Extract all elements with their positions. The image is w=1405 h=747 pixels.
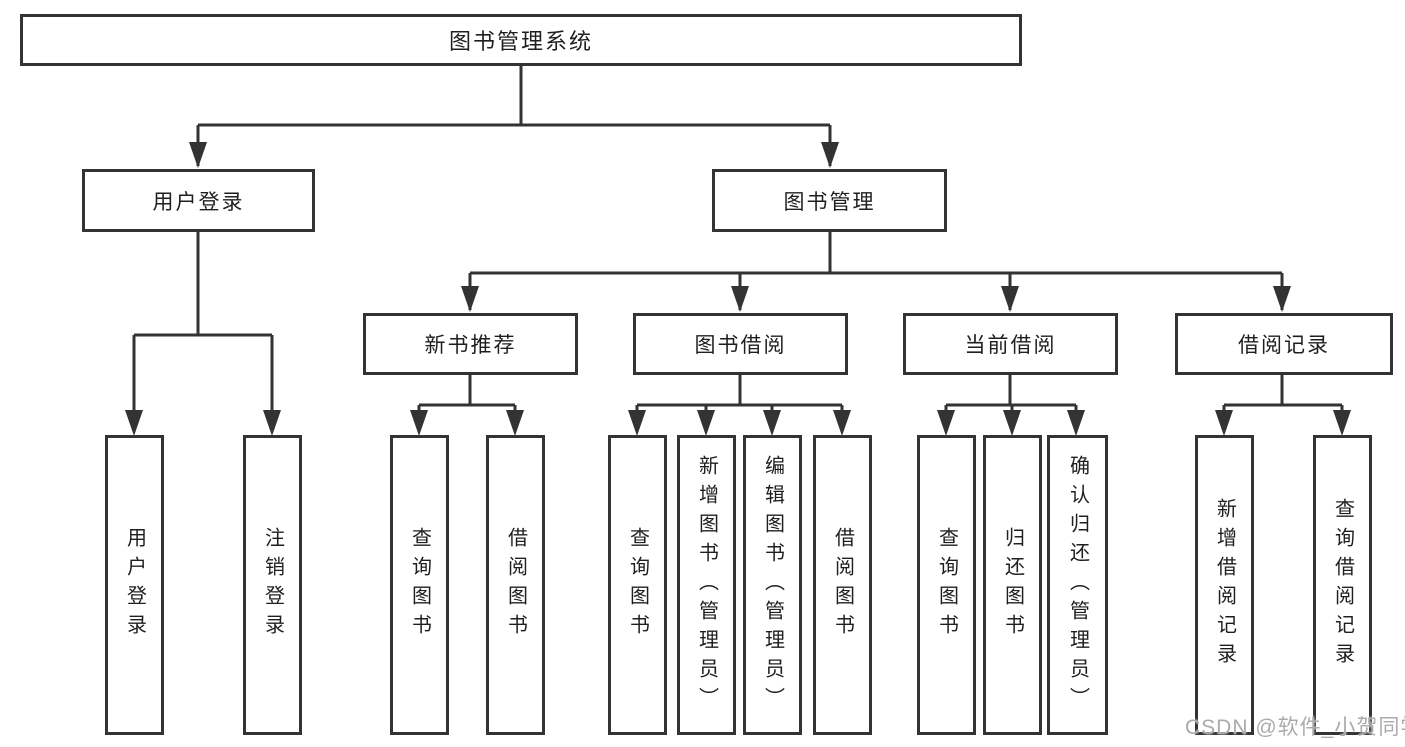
leaf-query-books-recommend: 查询图书 [390, 435, 449, 735]
node-user-login: 用户登录 [82, 169, 315, 232]
leaf-logout: 注销登录 [243, 435, 302, 735]
node-current-borrowing: 当前借阅 [903, 313, 1118, 375]
node-new-book-recommendation: 新书推荐 [363, 313, 578, 375]
leaf-query-borrow-record: 查询借阅记录 [1313, 435, 1372, 735]
node-library-management-system: 图书管理系统 [20, 14, 1022, 66]
leaf-borrow-books: 借阅图书 [813, 435, 872, 735]
node-book-borrowing: 图书借阅 [633, 313, 848, 375]
node-borrowing-records: 借阅记录 [1175, 313, 1393, 375]
leaf-edit-books-admin: 编辑图书（管理员） [743, 435, 802, 735]
leaf-add-books-admin: 新增图书（管理员） [677, 435, 736, 735]
leaf-borrow-books-recommend: 借阅图书 [486, 435, 545, 735]
leaf-user-login: 用户登录 [105, 435, 164, 735]
leaf-add-borrow-record: 新增借阅记录 [1195, 435, 1254, 735]
leaf-return-books: 归还图书 [983, 435, 1042, 735]
leaf-query-books-borrow: 查询图书 [608, 435, 667, 735]
csdn-watermark: CSDN @软件_小贺同学 [1185, 716, 1405, 739]
node-book-management: 图书管理 [712, 169, 947, 232]
leaf-confirm-return-admin: 确认归还（管理员） [1047, 435, 1108, 735]
leaf-query-books-current: 查询图书 [917, 435, 976, 735]
